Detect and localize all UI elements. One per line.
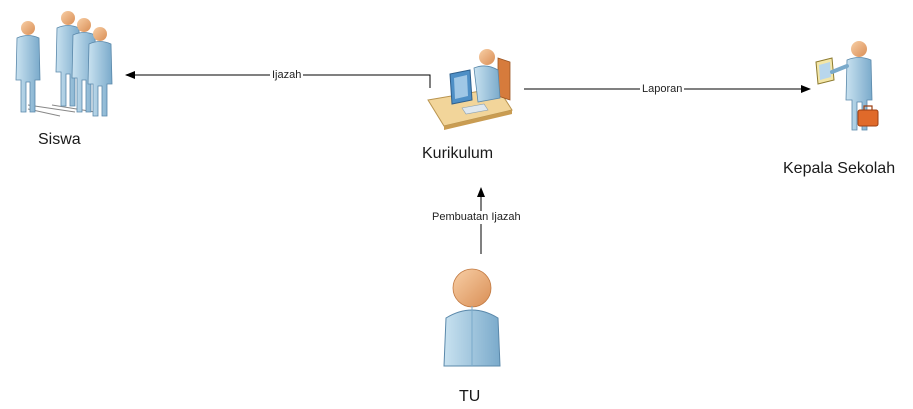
student-group-icon [15,11,113,117]
edge-label-pembuatan-ijazah: Pembuatan Ijazah [430,211,523,224]
edge-label-ijazah: Ijazah [270,69,304,82]
edge-ijazah-line [125,71,431,88]
edge-ijazah [125,71,431,88]
person-icon [443,268,501,367]
node-label-kurikulum: Kurikulum [422,145,494,162]
node-label-tu: TU [459,388,481,405]
student-figure [15,21,41,113]
node-label-siswa: Siswa [38,131,81,148]
edge-label-laporan: Laporan [640,83,685,96]
executive-with-briefcase-icon [815,41,879,131]
student-figure [87,27,113,117]
node-label-kepala-sekolah: Kepala Sekolah [783,160,896,177]
computer-user-icon [427,49,513,130]
